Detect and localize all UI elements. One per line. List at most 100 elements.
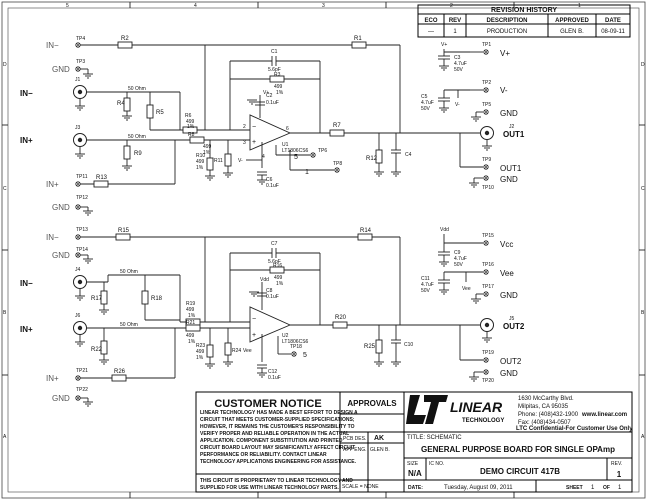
opamp1-in-pos-connector: IN+ bbox=[20, 136, 33, 145]
logo-sub: TECHNOLOGY bbox=[462, 418, 504, 424]
out1-gnd-label: GND bbox=[500, 175, 518, 184]
tp19-testpoint bbox=[483, 357, 489, 363]
opamp1-gnd2: GND bbox=[52, 203, 70, 212]
title-label: TITLE: SCHEMATIC bbox=[407, 435, 462, 441]
rev-row-rev: 1 bbox=[453, 29, 457, 35]
rev-header-description: DESCRIPTION bbox=[486, 18, 527, 24]
tp11-testpoint bbox=[75, 181, 81, 187]
opamp2-in-pos-connector: IN+ bbox=[20, 325, 33, 334]
border-row-a: A bbox=[3, 434, 7, 440]
scale-label: SCALE = NONE bbox=[342, 484, 379, 490]
j2-label: J2 bbox=[509, 124, 515, 130]
revision-history-title: REVISION HISTORY bbox=[491, 7, 557, 14]
revision-history: REVISION HISTORY ECO REV DESCRIPTION APP… bbox=[417, 4, 631, 38]
tp18-label: TP18 bbox=[290, 344, 302, 350]
r22-label: R22 bbox=[91, 347, 103, 353]
pcb-des-value: AK bbox=[374, 435, 384, 442]
u2-ref: U2 bbox=[282, 333, 289, 339]
rev-row-eco: — bbox=[428, 29, 434, 35]
j1-impedance: 50 Ohm bbox=[128, 86, 146, 92]
notice-line-1: LINEAR TECHNOLOGY HAS MADE A BEST EFFORT… bbox=[200, 410, 358, 416]
j3-impedance: 50 Ohm bbox=[128, 134, 146, 140]
r16-value: 499 bbox=[274, 275, 283, 281]
tp6-testpoint bbox=[310, 152, 316, 158]
r19-label: R19 bbox=[186, 301, 195, 307]
out2-connector-label: OUT2 bbox=[503, 322, 525, 331]
tp1-label: TP1 bbox=[482, 42, 491, 48]
proprietary-line-1: THIS CIRCUIT IS PROPRIETARY TO LINEAR TE… bbox=[200, 478, 353, 484]
c1-label: C1 bbox=[271, 49, 278, 55]
tp5-testpoint bbox=[483, 109, 489, 115]
supply1: V+ C3 4.7uF 50V TP1 V+ TP2 V- C5 4.7uF 5… bbox=[421, 42, 525, 191]
pcb-des-label: PCB DES. bbox=[343, 436, 366, 442]
border-row-b: B bbox=[3, 310, 7, 316]
rev-header-rev: REV bbox=[449, 18, 461, 24]
opamp2-in-neg-net: IN− bbox=[46, 233, 59, 242]
r19-value: 499 bbox=[186, 307, 195, 313]
opamp2-in-neg-connector: IN− bbox=[20, 279, 33, 288]
supply2-vee-net: Vee bbox=[462, 286, 471, 292]
c7-label: C7 bbox=[271, 241, 278, 247]
tp8-testpoint bbox=[334, 167, 340, 173]
rev-row-date: 08-09-11 bbox=[601, 29, 625, 35]
size-value: N/A bbox=[408, 469, 422, 478]
tp10-testpoint bbox=[483, 175, 489, 181]
tp20-testpoint bbox=[483, 369, 489, 375]
c6-label: C6 bbox=[266, 177, 273, 183]
r13-label: R13 bbox=[96, 175, 108, 181]
notice-line-6: CIRCUIT BOARD LAYOUT MAY SIGNIFICANTLY A… bbox=[200, 445, 355, 451]
border-col-3: 3 bbox=[322, 3, 325, 9]
supply1-vplus-net: V+ bbox=[441, 42, 447, 48]
r25-label: R25 bbox=[364, 344, 376, 350]
c2-label: C2 bbox=[266, 93, 273, 99]
opamp1-circuit: IN− TP4 R2 GND TP3 IN− J1 50 Ohm R4 R5 R… bbox=[20, 36, 480, 216]
r18-label: R18 bbox=[151, 296, 163, 302]
u2-opamp bbox=[249, 306, 292, 343]
border-col-2: 2 bbox=[450, 3, 453, 9]
address-line-3: Phone: (408)432-1900 bbox=[518, 412, 579, 418]
r16-label: R16 bbox=[273, 263, 282, 269]
tp17-label: TP17 bbox=[482, 284, 494, 290]
sheet-value: 1 bbox=[591, 485, 595, 491]
date-label: DATE: bbox=[408, 485, 423, 491]
address-line-2: Milpitas, CA 95035 bbox=[518, 404, 569, 410]
out1-connector-label: OUT1 bbox=[503, 130, 525, 139]
confidential-note: LTC Confidential-For Customer Use Only bbox=[516, 426, 633, 432]
tp3-label: TP3 bbox=[76, 59, 85, 65]
r20-label: R20 bbox=[335, 315, 347, 321]
border-row-c-right: C bbox=[641, 186, 645, 192]
tp16-testpoint bbox=[483, 269, 489, 275]
tp4-label: TP4 bbox=[76, 36, 85, 42]
c7-value: 5.6pF bbox=[268, 259, 281, 265]
board-title: GENERAL PURPOSE BOARD FOR SINGLE OPAmp bbox=[421, 445, 615, 454]
of-label: OF bbox=[603, 485, 610, 491]
r23-label: R23 bbox=[196, 343, 205, 349]
j6-impedance: 50 Ohm bbox=[120, 322, 138, 328]
tp15-testpoint bbox=[483, 240, 489, 246]
r23-value: 499 bbox=[196, 349, 205, 355]
tp18-testpoint bbox=[291, 351, 297, 357]
supply1-vplus-label: V+ bbox=[500, 49, 510, 58]
notice-line-4: VERIFY PROPER AND RELIABLE OPERATION IN … bbox=[200, 431, 349, 437]
supply2-vcc-label: Vcc bbox=[500, 240, 513, 249]
opamp2-in-pos-net: IN+ bbox=[46, 374, 59, 383]
r8-label: R8 bbox=[188, 132, 195, 138]
notice-line-3: HOWEVER, IT REMAINS THE CUSTOMER'S RESPO… bbox=[200, 424, 355, 430]
website: www.linear.com bbox=[581, 412, 627, 418]
c8-value: 0.1uF bbox=[266, 294, 279, 300]
c9-voltage: 50V bbox=[454, 262, 464, 268]
opamp2-vee-net: Vee bbox=[243, 348, 252, 354]
app-eng-value: GLEN B. bbox=[370, 447, 390, 453]
r23-tolerance: 1% bbox=[196, 355, 204, 361]
tp5-label: TP5 bbox=[482, 102, 491, 108]
j3-label: J3 bbox=[75, 125, 81, 131]
u1-pin4: 4 bbox=[262, 154, 265, 160]
rev-value: 1 bbox=[617, 470, 622, 479]
j6-connector bbox=[73, 321, 87, 335]
rev-row-description: PRODUCTION bbox=[487, 29, 527, 35]
opamp1-in-neg-net: IN− bbox=[46, 41, 59, 50]
c10-label: C10 bbox=[404, 342, 413, 348]
tp22-label: TP22 bbox=[76, 387, 88, 393]
r10-value: 499 bbox=[196, 159, 205, 165]
c11-label: C11 bbox=[421, 276, 430, 282]
